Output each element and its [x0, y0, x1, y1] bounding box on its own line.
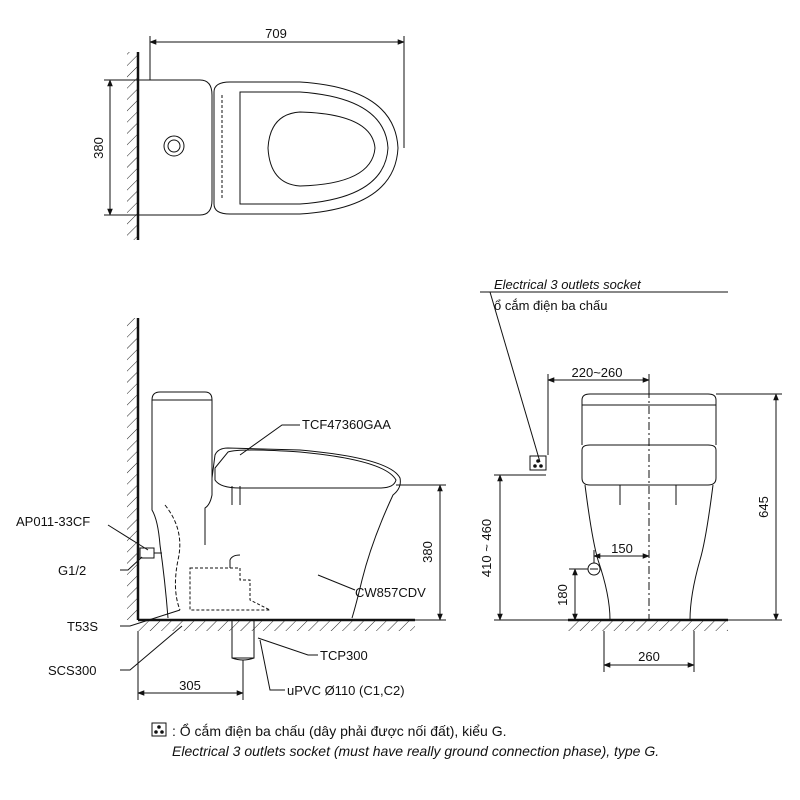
- outlet-label-en: Electrical 3 outlets socket: [494, 277, 642, 292]
- dim-709-label: 709: [265, 26, 287, 41]
- legend-socket-symbol: [151, 722, 167, 737]
- leader-tcp300: [257, 637, 318, 656]
- dim-180-label: 180: [555, 584, 570, 606]
- side-tank-outline: [151, 391, 213, 545]
- leader-t53s: [120, 609, 181, 627]
- legend-line-en: Electrical 3 outlets socket (must have r…: [172, 743, 659, 759]
- leader-tcf: [239, 424, 300, 456]
- dim-305-label: 305: [179, 678, 201, 693]
- leader-outlet: [489, 291, 541, 463]
- socket-pin-3: [536, 459, 540, 463]
- side-view: [107, 318, 446, 700]
- dim-380-top-label: 380: [91, 137, 106, 159]
- socket-pin-1: [533, 464, 537, 468]
- label-tcp300: TCP300: [320, 648, 368, 663]
- leader-upvc: [259, 639, 285, 691]
- top-flush-button-inner: [167, 139, 181, 153]
- leader-scs300: [120, 625, 183, 671]
- side-flange-handle: [229, 554, 241, 568]
- front-bowl-left: [584, 484, 611, 621]
- dim-380-side-label: 380: [420, 541, 435, 563]
- label-scs300: SCS300: [48, 663, 96, 678]
- top-tank-outline: [145, 79, 213, 216]
- dim-150-label: 150: [611, 541, 633, 556]
- label-g12: G1/2: [58, 563, 86, 578]
- label-tcf47360gaa: TCF47360GAA: [302, 417, 391, 432]
- top-view: [104, 36, 405, 240]
- side-seat-unit: [214, 449, 397, 489]
- side-drain-pipe: [231, 619, 255, 659]
- side-bowl-front: [211, 447, 401, 619]
- label-t53s: T53S: [67, 619, 98, 634]
- side-tank-back: [151, 400, 161, 546]
- side-wall-hatch: [127, 318, 137, 620]
- top-wall-hatch: [127, 52, 137, 240]
- dim-645-label: 645: [756, 496, 771, 518]
- front-tank-top: [581, 393, 717, 445]
- front-seat: [581, 444, 717, 486]
- label-ap011-33cf: AP011-33CF: [16, 514, 90, 529]
- top-bowl-opening: [267, 111, 376, 187]
- dim-410-460-label: 410 ~ 460: [479, 519, 494, 577]
- dim-220-260-label: 220~260: [572, 365, 623, 380]
- leader-ap011: [107, 524, 149, 551]
- label-cw857cdv: CW857CDV: [355, 585, 426, 600]
- socket-pin-2: [539, 464, 543, 468]
- dim-260-label: 260: [638, 649, 660, 664]
- leader-cw857: [317, 574, 356, 591]
- leader-g12: [120, 556, 143, 571]
- side-trap-internal: [164, 504, 181, 611]
- front-floor-hatch: [568, 621, 728, 631]
- front-bowl-right: [689, 484, 714, 621]
- legend-line-vi: : Ổ cắm điện ba chấu (dây phải được nối …: [172, 722, 507, 739]
- side-floor-hatch: [138, 621, 415, 631]
- label-upvc-pipe: uPVC Ø110 (C1,C2): [287, 683, 405, 698]
- top-flush-button: [163, 135, 185, 157]
- outlet-label-vi: ổ cắm điện ba chấu: [494, 298, 607, 313]
- side-bowl-back: [159, 544, 169, 619]
- front-view: [480, 291, 782, 672]
- side-flange-t53s: [189, 567, 271, 611]
- top-seat-outline: [213, 81, 399, 215]
- top-lid-outline: [239, 91, 389, 205]
- outlet-socket: [529, 455, 547, 471]
